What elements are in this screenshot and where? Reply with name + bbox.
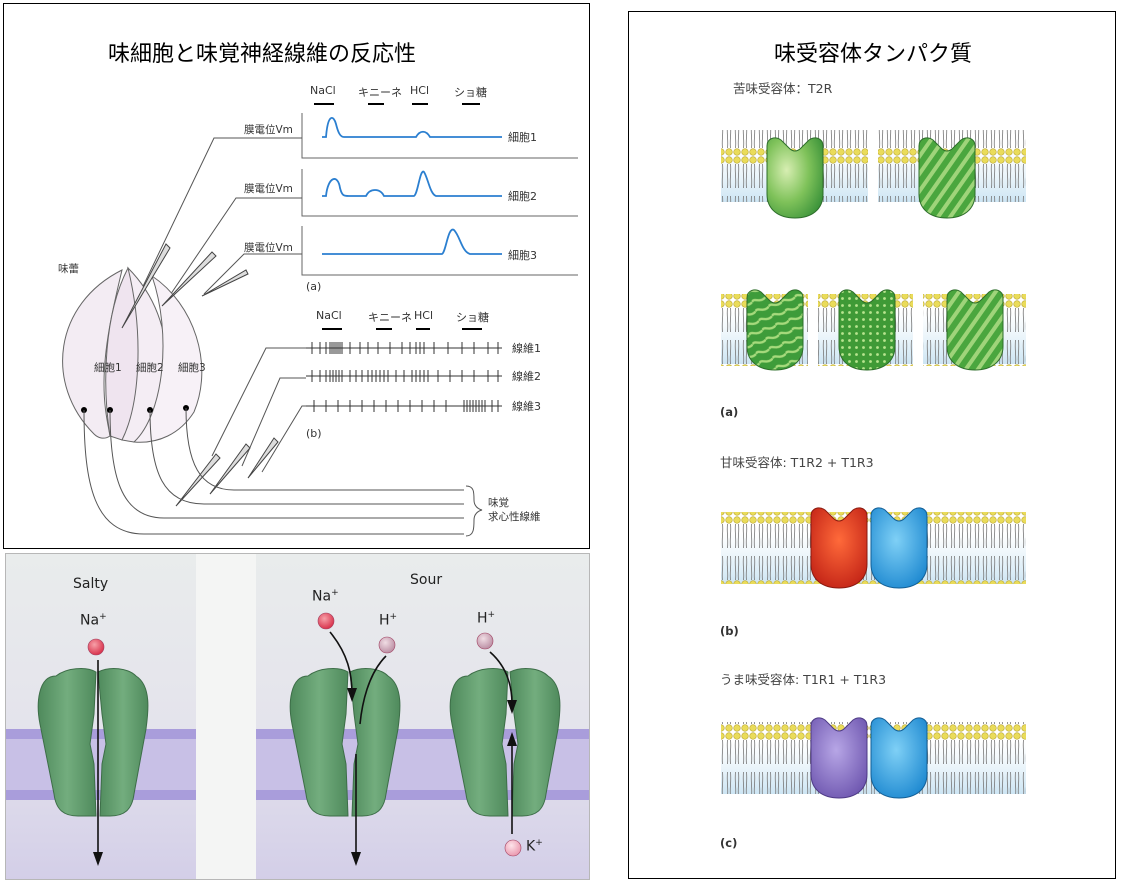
sour-label: Sour bbox=[410, 572, 443, 588]
hydrogen-ion-label: H+ bbox=[379, 612, 398, 629]
bud-cell-label: 細胞1 bbox=[94, 362, 122, 374]
receptor-protein-panel: 味受容体タンパク質 苦味受容体：T2R bbox=[628, 11, 1116, 879]
membrane-potential-label: 膜電位Vm bbox=[244, 183, 293, 195]
bud-cell-label: 細胞2 bbox=[136, 362, 164, 374]
hydrogen-ion-label: H+ bbox=[477, 610, 496, 627]
membrane-potential-label: 膜電位Vm bbox=[244, 242, 293, 254]
ion-channel-panel: Salty Sour Na+ Na+ H+ H+ K+ bbox=[5, 553, 590, 880]
membrane-potential-label: 膜電位Vm bbox=[244, 124, 293, 136]
fiber-label: 線維3 bbox=[512, 400, 541, 413]
part-b-label: (b) bbox=[306, 427, 322, 440]
stimulus-label: NaCl bbox=[316, 309, 342, 322]
part-b-label: (b) bbox=[720, 624, 739, 638]
bitter-receptor bbox=[746, 289, 1004, 371]
afferent-label: 求心性線維 bbox=[488, 511, 541, 523]
ion-channel-diagram bbox=[6, 554, 589, 879]
taste-bud-label: 味蕾 bbox=[58, 263, 79, 275]
sodium-ion-label: Na+ bbox=[312, 588, 339, 605]
bitter-receptor bbox=[766, 137, 976, 219]
taste-response-panel: 味細胞と味覚神経線維の反応性 bbox=[3, 3, 590, 549]
receptor-diagram bbox=[721, 130, 1026, 799]
ions bbox=[87, 612, 522, 857]
sodium-ion-label: Na+ bbox=[80, 612, 107, 629]
spike-trains bbox=[306, 342, 502, 412]
bitter-receptor-label: 苦味受容体：T2R bbox=[733, 81, 833, 96]
potassium-ion-label: K+ bbox=[526, 838, 543, 855]
stimulus-label: ショ糖 bbox=[456, 311, 489, 324]
part-a-label: (a) bbox=[306, 280, 322, 293]
membrane-traces bbox=[322, 117, 502, 255]
fiber-label: 線維2 bbox=[512, 370, 541, 383]
umami-receptor-label: うま味受容体: T1R1 + T1R3 bbox=[720, 672, 887, 687]
sweet-receptor-label: 甘味受容体: T1R2 + T1R3 bbox=[720, 455, 874, 470]
stimulus-label: HCl bbox=[414, 309, 434, 322]
cell-label: 細胞2 bbox=[508, 190, 537, 203]
taste-bud bbox=[62, 266, 203, 443]
cell-label: 細胞1 bbox=[508, 131, 537, 144]
fiber-label: 線維1 bbox=[512, 342, 541, 355]
part-c-label: (c) bbox=[720, 836, 738, 850]
taste-diagram bbox=[62, 103, 578, 537]
stimulus-label: キニーネ bbox=[358, 86, 402, 99]
stimulus-label: ショ糖 bbox=[454, 86, 487, 99]
taste-panel-title: 味細胞と味覚神経線維の反応性 bbox=[108, 42, 417, 67]
afferent-label: 味覚 bbox=[488, 497, 509, 509]
stimulus-label: HCl bbox=[410, 84, 430, 97]
part-a-label: (a) bbox=[720, 405, 739, 419]
bud-cell-label: 細胞3 bbox=[178, 362, 206, 374]
receptor-panel-title: 味受容体タンパク質 bbox=[774, 42, 973, 67]
stimulus-label: キニーネ bbox=[368, 311, 412, 324]
salty-label: Salty bbox=[73, 576, 109, 592]
ion-channels bbox=[37, 668, 561, 817]
cell-label: 細胞3 bbox=[508, 249, 537, 262]
stimulus-label: NaCl bbox=[310, 84, 336, 97]
